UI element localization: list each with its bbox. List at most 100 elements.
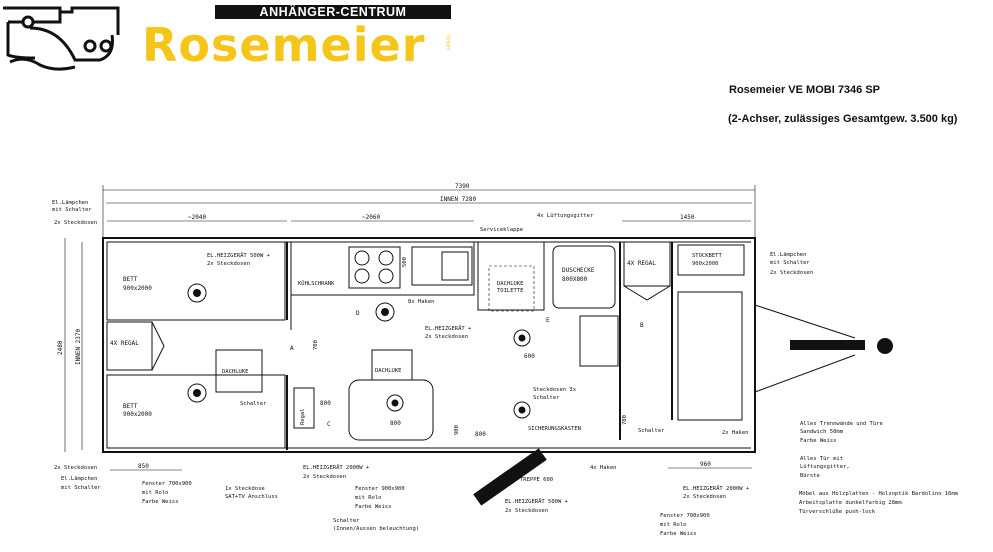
note-sat-1: 1x Steckdose bbox=[225, 486, 265, 492]
note-window-2-1: Fenster 900x900 bbox=[355, 486, 405, 492]
dim-500: 500 bbox=[402, 257, 408, 267]
general-note: Sandwich 50mm bbox=[800, 429, 844, 435]
lamp-icon bbox=[386, 394, 404, 412]
dim-800a: 800 bbox=[320, 400, 331, 407]
note-heater-mid-1: EL.HEIZGERÄT + bbox=[425, 325, 472, 332]
dim-900: 900 bbox=[454, 425, 460, 435]
mark-a: A bbox=[290, 345, 294, 352]
note-heater-500-top-1: EL.HEIZGERÄT 500W + bbox=[207, 252, 271, 259]
fridge-label: KÜHLSCHRANK bbox=[298, 280, 335, 287]
note-window-3-3: Farbe Weiss bbox=[660, 531, 696, 537]
dim-960: 960 bbox=[700, 461, 711, 468]
note-sockets-switch-1: Steckdosen 3x bbox=[533, 387, 577, 393]
note-vents: 4x Lüftungsgitter bbox=[537, 213, 594, 219]
lamp-icon bbox=[513, 329, 531, 347]
note-heater-2000-r-1: EL.HEIZGERÄT 2000W + bbox=[683, 485, 750, 492]
general-note: Alles Trennwände und Türe bbox=[800, 421, 883, 427]
shower-size: 800X800 bbox=[562, 276, 588, 283]
note-lamp-tr-1: El.Lämpchen bbox=[770, 252, 806, 258]
mark-d: D bbox=[356, 310, 360, 317]
walls bbox=[102, 237, 756, 453]
dim-800b: 800 bbox=[390, 420, 401, 427]
note-heater-500-top-2: 2x Steckdosen bbox=[207, 261, 250, 267]
note-window-3-1: Fenster 700x900 bbox=[660, 513, 710, 519]
note-lamp-tl-1: El.Lämpchen bbox=[52, 200, 88, 206]
note-window-2-3: Farbe Weiss bbox=[355, 504, 391, 510]
bed-top-size: 900x2000 bbox=[123, 285, 152, 292]
note-sockets-tl: 2x Steckdosen bbox=[54, 220, 97, 226]
toilet-label: TOILETTE bbox=[497, 288, 524, 294]
note-hooks-4: 4x Haken bbox=[590, 465, 617, 471]
bed-bottom-label: BETT bbox=[123, 403, 138, 410]
note-lamp-tr-2: mit Schalter bbox=[770, 260, 810, 266]
note-heater-2000-l-1: EL.HEIZGERÄT 2000W + bbox=[303, 464, 370, 471]
dim-left-bed: ~2040 bbox=[188, 214, 206, 221]
note-lamp-tl-2: mit Schalter bbox=[52, 207, 92, 213]
general-note: Möbel aus Holzplatten - Holzoptik Bardol… bbox=[799, 491, 959, 497]
document-subtitle: (2-Achser, zulässiges Gesamtgew. 3.500 k… bbox=[728, 113, 958, 125]
dim-total: 7390 bbox=[455, 183, 470, 190]
kitchen-counter bbox=[290, 241, 475, 296]
mark-c: C bbox=[327, 421, 331, 428]
note-hooks-2: 2x Haken bbox=[722, 430, 749, 436]
shower bbox=[552, 245, 616, 309]
dim-kitchen: ~2060 bbox=[362, 214, 380, 221]
shelf-right-label: 4X REGAL bbox=[627, 260, 656, 267]
dim-850: 850 bbox=[138, 463, 149, 470]
bed-bottom-size: 900x2000 bbox=[123, 411, 152, 418]
stairs bbox=[473, 448, 547, 506]
bed-bottom bbox=[106, 374, 286, 449]
fuse-box-label: SICHERUNGSKASTEN bbox=[528, 426, 581, 432]
bunk-bed-label: STOCKBETT bbox=[692, 253, 722, 259]
drawbar bbox=[754, 304, 893, 393]
dim-700b: 700 bbox=[622, 415, 628, 425]
note-lamp-bl-2: mit Schalter bbox=[61, 485, 101, 491]
logo-brand: Rosemeier bbox=[142, 18, 426, 72]
logo-banner: ANHÄNGER-CENTRUM bbox=[215, 5, 451, 19]
general-note: Türverschlüße push-lock bbox=[799, 509, 876, 515]
trailer-logo-icon bbox=[3, 6, 120, 71]
bed-top bbox=[106, 241, 286, 321]
bunk-bed bbox=[677, 291, 743, 421]
lamp-icon bbox=[187, 283, 207, 303]
dim-inner: INNEN 7280 bbox=[440, 196, 477, 203]
roof-hatch bbox=[371, 349, 413, 381]
note-sat-2: SAT+TV Anschluss bbox=[225, 494, 278, 500]
note-window-1-3: Farbe Weiss bbox=[142, 499, 178, 505]
stairs-label: TREPPE 600 bbox=[520, 477, 553, 483]
dim-800c: 800 bbox=[475, 431, 486, 438]
bed-top-label: BETT bbox=[123, 276, 138, 283]
dim-front: 1450 bbox=[680, 214, 695, 221]
shelf-left-label: 4X REGAL bbox=[110, 340, 139, 347]
sink-icon bbox=[411, 246, 473, 286]
lamp-icon bbox=[375, 302, 395, 322]
note-window-2-2: mit Rolo bbox=[355, 495, 382, 501]
note-sockets-bl: 2x Steckdosen bbox=[54, 465, 97, 471]
note-heater-2000-l-2: 2x Steckdosen bbox=[303, 474, 346, 480]
general-note: Arbeitsplatte dunkelfarbig 28mm bbox=[799, 500, 902, 506]
roof-hatch-label: DACHLUKE bbox=[375, 368, 402, 374]
note-heater-2000-r-2: 2x Steckdosen bbox=[683, 494, 726, 500]
small-shelf bbox=[293, 387, 315, 429]
shelf-left bbox=[106, 321, 153, 371]
note-lamp-bl-1: El.Lämpchen bbox=[61, 476, 97, 482]
shelf-right bbox=[623, 241, 671, 287]
lamp-icon bbox=[513, 401, 531, 419]
dim-inner-width: INNEN 2370 bbox=[75, 328, 82, 365]
dim-600: 600 bbox=[524, 353, 535, 360]
general-note: Farbe Weiss bbox=[800, 438, 836, 444]
note-heater-mid-2: 2x Steckdosen bbox=[425, 334, 468, 340]
general-note: Lüftungsgitter, bbox=[800, 464, 850, 470]
general-notes: Alles Trennwände und Türe Sandwich 50mm … bbox=[799, 421, 959, 515]
lamp-icon bbox=[187, 383, 207, 403]
general-note: Alles Tür mit bbox=[800, 456, 843, 462]
bunk-bed-label-box bbox=[677, 244, 745, 276]
bunk-bed-size: 900x2000 bbox=[692, 261, 719, 267]
hob-icon bbox=[348, 246, 401, 289]
mark-e: E bbox=[546, 317, 550, 324]
note-hooks-8: 8x Haken bbox=[408, 299, 435, 305]
roof-hatch bbox=[215, 349, 263, 393]
toilet-room bbox=[477, 241, 545, 311]
note-switch-bottom-1: Schalter bbox=[333, 518, 360, 524]
